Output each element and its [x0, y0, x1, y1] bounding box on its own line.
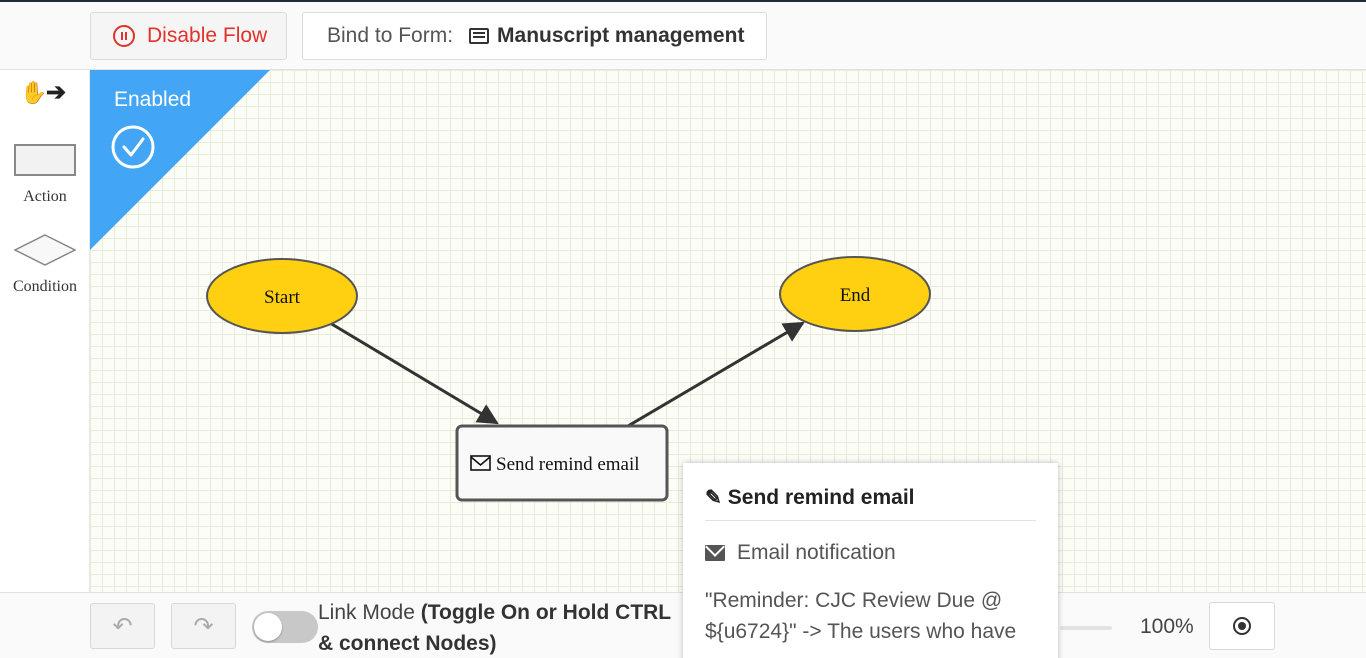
- disable-flow-button[interactable]: Disable Flow: [90, 12, 287, 60]
- end-node-label: End: [840, 285, 871, 306]
- palette-action-label: Action: [23, 188, 67, 205]
- end-node[interactable]: [779, 256, 931, 332]
- start-node[interactable]: [206, 258, 358, 334]
- bound-form-name: Manuscript management: [497, 24, 745, 47]
- palette-condition-shape[interactable]: [14, 234, 76, 266]
- palette-action-shape[interactable]: [14, 144, 76, 176]
- popup-subtitle: Email notification: [737, 541, 896, 564]
- undo-icon: ↶: [112, 612, 133, 640]
- top-border: [0, 0, 1366, 2]
- flow-graph: Start End Send remind email: [206, 256, 931, 502]
- center-view-button[interactable]: [1209, 602, 1275, 650]
- link-mode-label: Link Mode: [318, 601, 421, 624]
- node-details-popup: ✎ Send remind email Email notification "…: [683, 463, 1058, 658]
- redo-icon: ↷: [193, 612, 214, 640]
- palette-condition-label: Condition: [12, 278, 77, 295]
- edge-action-to-end[interactable]: [627, 321, 805, 428]
- pencil-icon[interactable]: ✎: [705, 487, 722, 509]
- pause-icon: [113, 25, 135, 47]
- zoom-slider[interactable]: [1060, 626, 1112, 630]
- toggle-knob: [254, 613, 282, 641]
- disable-flow-label: Disable Flow: [147, 24, 268, 47]
- flow-toolbar: Disable Flow Bind to Form: Manuscript ma…: [0, 2, 1366, 70]
- target-icon: [1233, 617, 1251, 635]
- popup-description: "Reminder: CJC Review Due @ ${u6724}" ->…: [705, 589, 1017, 643]
- enabled-ribbon: [90, 70, 270, 250]
- action-node[interactable]: [455, 424, 669, 502]
- enabled-status-label: Enabled: [114, 88, 192, 111]
- link-mode-hint: (Toggle On or Hold CTRL & connect Nodes): [318, 601, 671, 655]
- hand-pan-icon[interactable]: ✋: [20, 80, 48, 105]
- action-node-label: Send remind email: [496, 454, 640, 475]
- envelope-icon: [470, 455, 491, 471]
- popup-title: Send remind email: [727, 485, 915, 509]
- link-mode-toggle[interactable]: [252, 611, 318, 643]
- popup-type: Email notification: [705, 541, 1036, 565]
- start-node-label: Start: [264, 287, 301, 308]
- bind-to-form-selector[interactable]: Bind to Form: Manuscript management: [302, 12, 767, 60]
- redo-button[interactable]: ↷: [171, 603, 236, 649]
- zoom-level: 100%: [1140, 615, 1194, 638]
- popup-header: ✎ Send remind email: [705, 485, 1036, 521]
- node-palette: ✋ ➔ Action Condition: [0, 70, 90, 592]
- link-arrow-icon[interactable]: ➔: [46, 79, 67, 106]
- envelope-icon: [705, 545, 725, 561]
- undo-button[interactable]: ↶: [90, 603, 155, 649]
- edge-start-to-action[interactable]: [329, 321, 499, 425]
- bind-to-form-label: Bind to Form:: [327, 24, 454, 47]
- list-alt-icon: [469, 28, 490, 44]
- link-mode-text: Link Mode (Toggle On or Hold CTRL & conn…: [318, 597, 688, 658]
